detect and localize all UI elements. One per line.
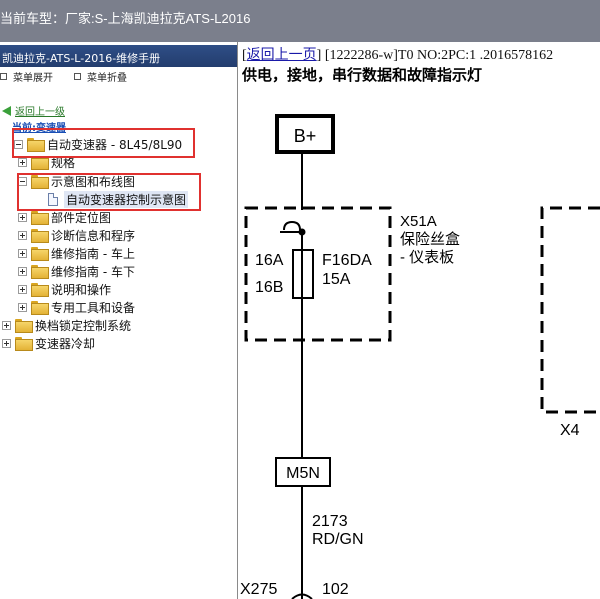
collapse-menu-label: 菜单折叠 <box>87 73 127 84</box>
tree-item-label: 专用工具和设备 <box>51 300 136 315</box>
pin-top-label: 16A <box>255 252 284 269</box>
splice-label: M5N <box>286 465 320 482</box>
folder-icon <box>31 265 49 279</box>
tree-item-label: 说明和操作 <box>51 282 112 297</box>
circuit-number: 2173 <box>312 513 348 530</box>
folder-open-icon <box>31 175 49 189</box>
fuse-box-id: X51A <box>400 213 437 230</box>
tree-item-label: 自动变速器 - 8L45/8L90 <box>47 137 183 152</box>
back-to-parent-link[interactable]: 返回上一级 <box>2 103 65 118</box>
folder-icon <box>31 283 49 297</box>
document-header: [返回上一页] [1222286-w]T0 NO:2PC:1 .20165781… <box>242 48 554 63</box>
tree-item-component-locator[interactable]: 部件定位图 <box>18 208 111 226</box>
connector-pin-symbol <box>291 593 313 599</box>
fuse-rating: 15A <box>322 271 351 288</box>
tree-item-transmission-control-schematic[interactable]: 自动变速器控制示意图 <box>48 190 189 208</box>
expand-toggle-icon[interactable] <box>18 284 27 294</box>
wiring-diagram: B+ X51A 保险丝盒 - 仪表板 16A 16B F16DA 15A X4 … <box>240 114 600 599</box>
highlight-box-schematic <box>17 173 201 211</box>
folder-icon <box>31 211 49 225</box>
tree-item-label: 维修指南 - 车下 <box>51 264 135 279</box>
expand-icon <box>0 73 7 80</box>
tree-item-repair-off-vehicle[interactable]: 维修指南 - 车下 <box>18 262 135 280</box>
folder-icon <box>31 301 49 315</box>
tree-item-label: 诊断信息和程序 <box>51 228 136 243</box>
back-to-parent-label: 返回上一级 <box>15 107 65 118</box>
tree-item-automatic-transmission[interactable]: 自动变速器 - 8L45/8L90 <box>14 135 182 153</box>
folder-icon <box>31 229 49 243</box>
tree-item-description-operation[interactable]: 说明和操作 <box>18 280 111 298</box>
expand-toggle-icon[interactable] <box>18 157 27 167</box>
tree-item-transmission-cooling[interactable]: 变速器冷却 <box>2 334 95 352</box>
connector-bottom-label: X275 <box>240 581 277 598</box>
tree-item-diagnostics[interactable]: 诊断信息和程序 <box>18 226 135 244</box>
folder-open-icon <box>27 138 45 152</box>
highlight-box-transmission <box>12 128 195 158</box>
power-source-box <box>275 114 335 154</box>
vehicle-maker: 厂家:S-上海凯迪拉克ATS-L2016 <box>65 11 251 26</box>
expand-toggle-icon[interactable] <box>2 320 11 330</box>
wire-color: RD/GN <box>312 531 364 548</box>
collapse-menu-button[interactable]: 菜单折叠 <box>74 69 127 84</box>
app-title-bar: 当前车型：厂家:S-上海凯迪拉克ATS-L2016 <box>0 0 600 42</box>
expand-toggle-icon[interactable] <box>18 302 27 312</box>
back-arrow-icon <box>2 105 11 116</box>
tree-item-special-tools[interactable]: 专用工具和设备 <box>18 298 135 316</box>
expand-toggle-icon[interactable] <box>18 266 27 276</box>
vehicle-label: 当前车型： <box>0 12 66 27</box>
folder-icon <box>15 319 33 333</box>
expand-toggle-icon[interactable] <box>2 338 11 348</box>
adjacent-component-outline <box>540 206 600 414</box>
tree-item-label: 维修指南 - 车上 <box>51 246 135 261</box>
folder-icon <box>15 337 33 351</box>
tree-item-label: 换档锁定控制系统 <box>35 318 132 333</box>
collapse-icon <box>74 73 81 80</box>
tree-item-label: 变速器冷却 <box>35 336 96 351</box>
tree-item-label: 部件定位图 <box>51 210 112 225</box>
document-panel: [返回上一页] [1222286-w]T0 NO:2PC:1 .20165781… <box>240 42 600 599</box>
document-title: 供电，接地，串行数据和故障指示灯 <box>242 66 483 84</box>
expand-menu-label: 菜单展开 <box>13 73 53 84</box>
fuse-box-name-2: - 仪表板 <box>400 248 454 266</box>
splice-box <box>275 457 331 487</box>
fuse-box-outline <box>244 206 392 342</box>
pin-bottom-label: 16B <box>255 279 283 296</box>
tree-item-label: 规格 <box>51 155 76 170</box>
manual-title: 凯迪拉克-ATS-L-2016-维修手册 <box>0 45 237 67</box>
expand-toggle-icon[interactable] <box>18 248 27 258</box>
fuse-box-name-1: 保险丝盒 <box>400 231 460 248</box>
document-meta: ] [1222286-w]T0 NO:2PC:1 .2016578162 <box>316 48 554 63</box>
tree-item-shift-lock-control[interactable]: 换档锁定控制系统 <box>2 316 131 334</box>
collapse-toggle-icon[interactable] <box>14 139 23 149</box>
power-label: B+ <box>294 126 317 146</box>
connector-right-label: X4 <box>560 422 580 439</box>
back-to-previous-page-link[interactable]: 返回上一页 <box>246 48 317 63</box>
connector-hook <box>283 220 301 231</box>
tree-item-repair-on-vehicle[interactable]: 维修指南 - 车上 <box>18 244 135 262</box>
expand-toggle-icon[interactable] <box>18 212 27 222</box>
expand-toggle-icon[interactable] <box>18 230 27 240</box>
fuse-name: F16DA <box>322 252 372 269</box>
expand-menu-button[interactable]: 菜单展开 <box>0 69 53 84</box>
document-icon <box>48 192 58 206</box>
tree-item-label: 自动变速器控制示意图 <box>64 190 189 208</box>
folder-icon <box>31 247 49 261</box>
tree-item-label: 示意图和布线图 <box>51 174 136 189</box>
manual-tree-panel: 凯迪拉克-ATS-L-2016-维修手册 菜单展开 菜单折叠 返回上一级 当前:… <box>0 42 238 599</box>
tree-item-schematics[interactable]: 示意图和布线图 <box>18 172 135 190</box>
pin-bottom-number: 102 <box>322 581 349 598</box>
